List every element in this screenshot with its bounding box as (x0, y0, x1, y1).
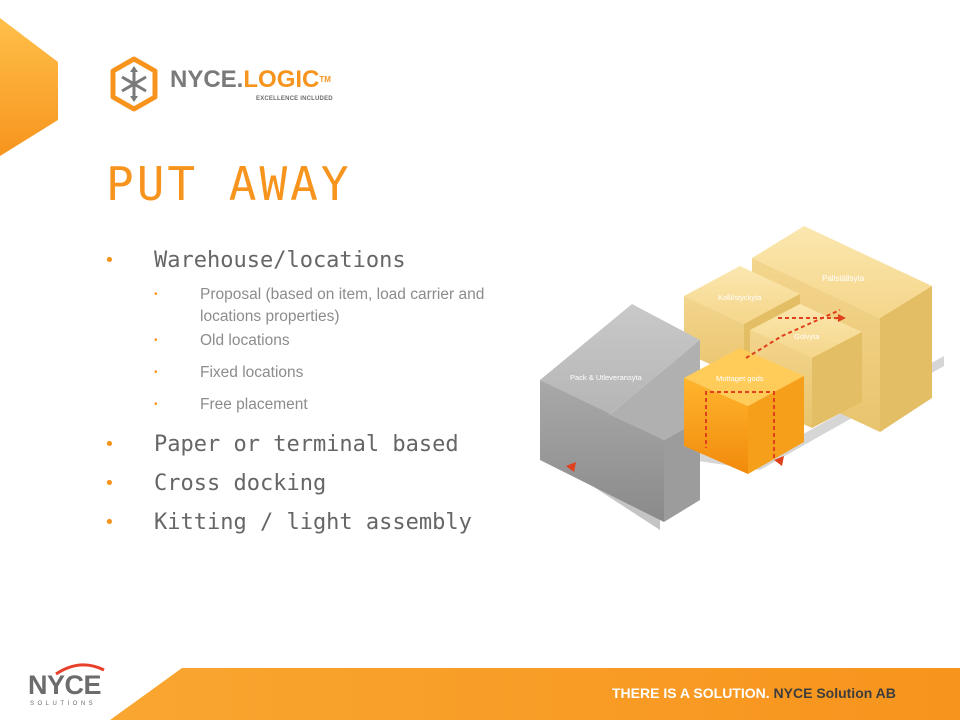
corner-accent-shape (0, 18, 58, 156)
bullet-dot-icon: • (104, 434, 115, 455)
slide-title: PUT AWAY (106, 157, 352, 211)
zone-pack: Pack & Utleveransyta (540, 304, 700, 522)
footer-logo-subtext: SOLUTIONS (30, 701, 97, 707)
bullet-item: • Paper or terminal based (104, 430, 564, 469)
logo-trademark: TM (319, 75, 331, 84)
bullet-text: Kitting / light assembly (154, 510, 472, 535)
sub-bullet-text: Free placement (200, 396, 308, 413)
arrow-heads-icon (566, 314, 846, 472)
zone-label-pack: Pack & Utleveransyta (570, 373, 643, 382)
bullet-text: Cross docking (154, 471, 327, 496)
footer-company-name: NYCE Solution AB (773, 685, 896, 701)
bullet-dot-icon: • (104, 473, 115, 494)
bullet-text: Warehouse/locations (154, 248, 406, 273)
footer-logo-text: NYCE (28, 670, 102, 700)
footer-logo-swoosh-icon (55, 663, 105, 676)
logo-brand-part1: NYCE. (170, 66, 244, 93)
sub-bullet-text: Fixed locations (200, 364, 304, 381)
logo-wordmark: NYCE.LOGICTM (170, 66, 331, 94)
bullet-text: Paper or terminal based (154, 432, 459, 457)
sub-bullet-dot-icon: • (154, 367, 158, 378)
warehouse-zones-illustration: Pallställsyta Kolli/styckyta Golvyta Pac… (540, 226, 944, 530)
bullet-list: • Warehouse/locations • Proposal (based … (104, 246, 564, 547)
logo-tagline: EXCELLENCE INCLUDED (256, 96, 333, 102)
footer-tagline-part1: THERE IS A SOLUTION. (612, 685, 774, 701)
sub-bullet-item: • Proposal (based on item, load carrier … (104, 284, 530, 330)
bullet-dot-icon: • (104, 250, 115, 271)
sub-bullet-dot-icon: • (154, 289, 158, 300)
sub-bullet-item: • Old locations (104, 330, 564, 362)
zone-label-kolli: Kolli/styckyta (718, 293, 762, 302)
sub-bullet-item: • Free placement (104, 394, 564, 426)
zone-label-golv: Golvyta (794, 332, 820, 341)
logo-brand-part2: LOGIC (243, 66, 320, 93)
zone-label-mottaget: Mottaget gods (716, 374, 764, 383)
flow-arrows (705, 309, 841, 458)
bullet-item: • Cross docking (104, 469, 564, 508)
bullet-item: • Kitting / light assembly (104, 508, 564, 547)
sub-bullet-text: Old locations (200, 332, 290, 349)
nyce-logic-logo: NYCE.LOGICTM EXCELLENCE INCLUDED (108, 56, 368, 116)
sub-bullet-dot-icon: • (154, 399, 158, 410)
sub-bullet-text: Proposal (based on item, load carrier an… (200, 286, 485, 325)
sub-bullet-item: • Fixed locations (104, 362, 564, 394)
arrows-cube-icon (110, 56, 158, 112)
bullet-dot-icon: • (104, 512, 115, 533)
footer-nyce-logo: NYCE SOLUTIONS (28, 663, 128, 712)
sub-bullet-dot-icon: • (154, 335, 158, 346)
footer-tagline: THERE IS A SOLUTION. NYCE Solution AB (612, 685, 896, 701)
zone-label-pall: Pallställsyta (822, 274, 865, 283)
bullet-item: • Warehouse/locations (104, 246, 564, 280)
footer-band (110, 668, 960, 720)
